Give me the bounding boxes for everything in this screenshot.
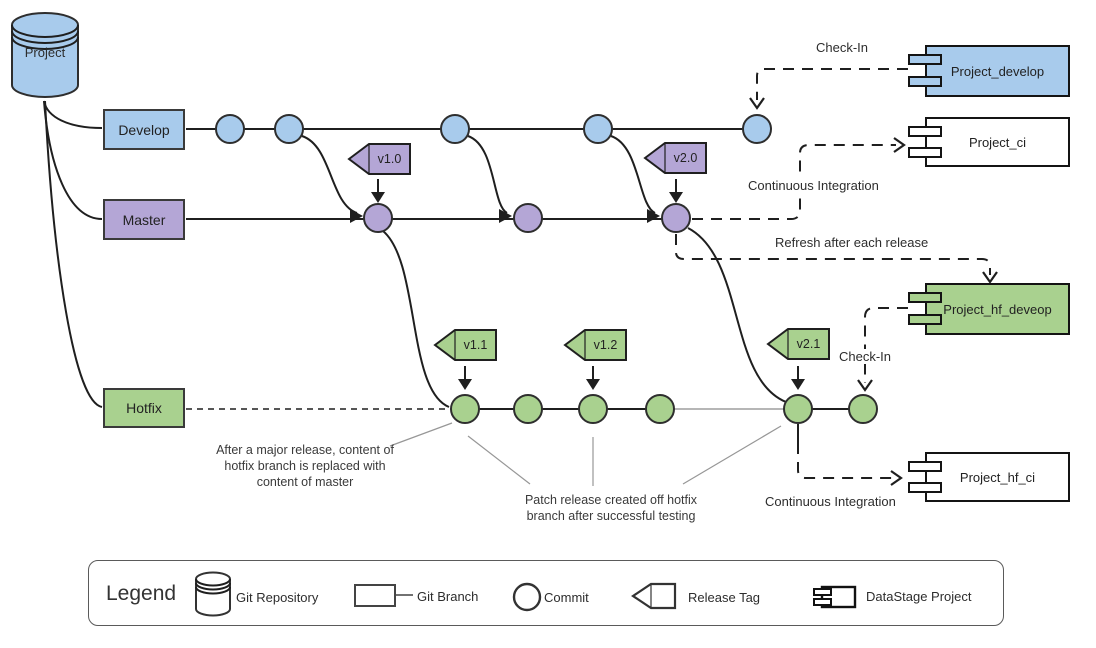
connector-ci-hotfix <box>797 424 903 486</box>
merge-curve-develop-to-master-1 <box>301 135 363 223</box>
merge-curve-develop-to-master-2 <box>467 135 512 223</box>
commit-node-develop-4 <box>583 114 613 144</box>
legend-datastage-project-icon <box>813 585 857 609</box>
label-continuous-integration-hotfix: Continuous Integration <box>765 494 896 509</box>
component-tab-icon <box>908 292 942 303</box>
component-project-ci: Project_ci <box>908 117 1070 167</box>
component-label-project-hf-deveop: Project_hf_deveop <box>943 301 1052 317</box>
commit-node-master-3 <box>661 203 691 233</box>
annotation-line: content of master <box>256 475 354 489</box>
commit-node-master-2 <box>513 203 543 233</box>
merge-curve-develop-to-master-3 <box>610 135 660 223</box>
annotation-line: branch after successful testing <box>526 509 696 523</box>
release-tag-v1.0 <box>347 143 411 175</box>
branch-box-develop: Develop <box>103 109 185 150</box>
tag-label-v1.1: v1.1 <box>463 338 488 352</box>
branch-label-develop: Develop <box>118 121 170 138</box>
component-tab-icon <box>908 147 942 158</box>
label-continuous-integration-develop: Continuous Integration <box>745 178 882 193</box>
legend-label-git-repository: Git Repository <box>236 590 319 605</box>
connector-checkin-hotfix <box>857 307 908 392</box>
repo-to-hotfix-curve <box>44 100 103 408</box>
commit-node-hotfix-2 <box>513 394 543 424</box>
annotation-line: Patch release created off hotfix <box>524 493 698 507</box>
legend-label-commit: Commit <box>544 590 589 605</box>
commit-node-master-1 <box>363 203 393 233</box>
commit-node-hotfix-4 <box>645 394 675 424</box>
branch-label-hotfix: Hotfix <box>126 400 162 416</box>
legend-git-branch-icon <box>354 584 413 607</box>
merge-curve-master-to-hotfix-1 <box>382 230 450 408</box>
branch-box-hotfix: Hotfix <box>103 388 185 428</box>
component-label-project-develop: Project_develop <box>950 63 1045 79</box>
release-tag-v2.1 <box>766 328 830 360</box>
tag-arrow-v1.1 <box>458 366 472 390</box>
label-check-in-develop: Check-In <box>816 40 869 55</box>
commit-node-develop-2 <box>274 114 304 144</box>
commit-node-hotfix-3 <box>578 394 608 424</box>
component-tab-icon <box>908 126 942 137</box>
tag-arrow-v1.0 <box>371 179 385 203</box>
leader-line-annotation-a <box>389 422 453 447</box>
tag-arrow-v2.1 <box>791 366 805 390</box>
commit-node-hotfix-5 <box>783 394 813 424</box>
component-tab-icon <box>908 461 942 472</box>
legend-git-repository-icon <box>195 571 231 617</box>
tag-arrow-v1.2 <box>586 366 600 390</box>
leader-line-annotation-b3 <box>682 425 782 485</box>
merge-curve-master-to-hotfix-2 <box>687 227 787 403</box>
branch-box-master: Master <box>103 199 185 240</box>
component-project-hf-deveop: Project_hf_deveop <box>908 283 1070 335</box>
component-tab-icon <box>908 76 942 87</box>
label-refresh-after-each-release: Refresh after each release <box>775 235 929 250</box>
commit-node-develop-5 <box>742 114 772 144</box>
component-tab-icon <box>908 314 942 325</box>
leader-line-annotation-b1 <box>467 435 531 485</box>
legend-label-git-branch: Git Branch <box>417 589 479 604</box>
legend-title: Legend <box>106 582 177 605</box>
release-tag-v2.0 <box>643 142 707 174</box>
tag-label-v2.0: v2.0 <box>673 151 698 165</box>
commit-node-develop-1 <box>215 114 245 144</box>
legend-label-datastage-project: DataStage Project <box>866 589 972 604</box>
label-check-in-hotfix: Check-In <box>836 349 895 364</box>
component-project-develop: Project_develop <box>908 45 1070 97</box>
connector-refresh-after-release <box>675 234 998 284</box>
connector-checkin-develop <box>749 68 908 110</box>
legend-frame <box>88 560 1004 626</box>
tag-label-v1.0: v1.0 <box>377 152 402 166</box>
component-label-project-hf-ci: Project_hf_ci <box>959 469 1036 485</box>
component-label-project-ci: Project_ci <box>968 134 1027 150</box>
tag-label-v2.1: v2.1 <box>796 337 821 351</box>
component-project-hf-ci: Project_hf_ci <box>908 452 1070 502</box>
annotation-hotfix-replaced: After a major release, content of hotfix… <box>215 442 395 490</box>
release-tag-v1.1 <box>433 329 497 361</box>
repo-to-develop-curve <box>43 100 103 129</box>
legend-commit-icon <box>512 582 542 612</box>
commit-node-hotfix-6 <box>848 394 878 424</box>
commit-node-hotfix-1 <box>450 394 480 424</box>
annotation-line: hotfix branch is replaced with <box>224 459 386 473</box>
branch-label-master: Master <box>122 211 166 228</box>
component-tab-icon <box>908 482 942 493</box>
annotation-patch-release: Patch release created off hotfix branch … <box>518 492 704 524</box>
tag-label-v1.2: v1.2 <box>593 338 618 352</box>
repository-label: Project <box>24 45 66 60</box>
legend-label-release-tag: Release Tag <box>688 590 761 605</box>
component-tab-icon <box>908 54 942 65</box>
annotation-line: After a major release, content of <box>216 443 394 457</box>
tag-arrow-v2.0 <box>669 179 683 203</box>
release-tag-v1.2 <box>563 329 627 361</box>
commit-node-develop-3 <box>440 114 470 144</box>
legend-release-tag-icon <box>631 582 677 610</box>
git-repository-icon <box>11 12 79 98</box>
